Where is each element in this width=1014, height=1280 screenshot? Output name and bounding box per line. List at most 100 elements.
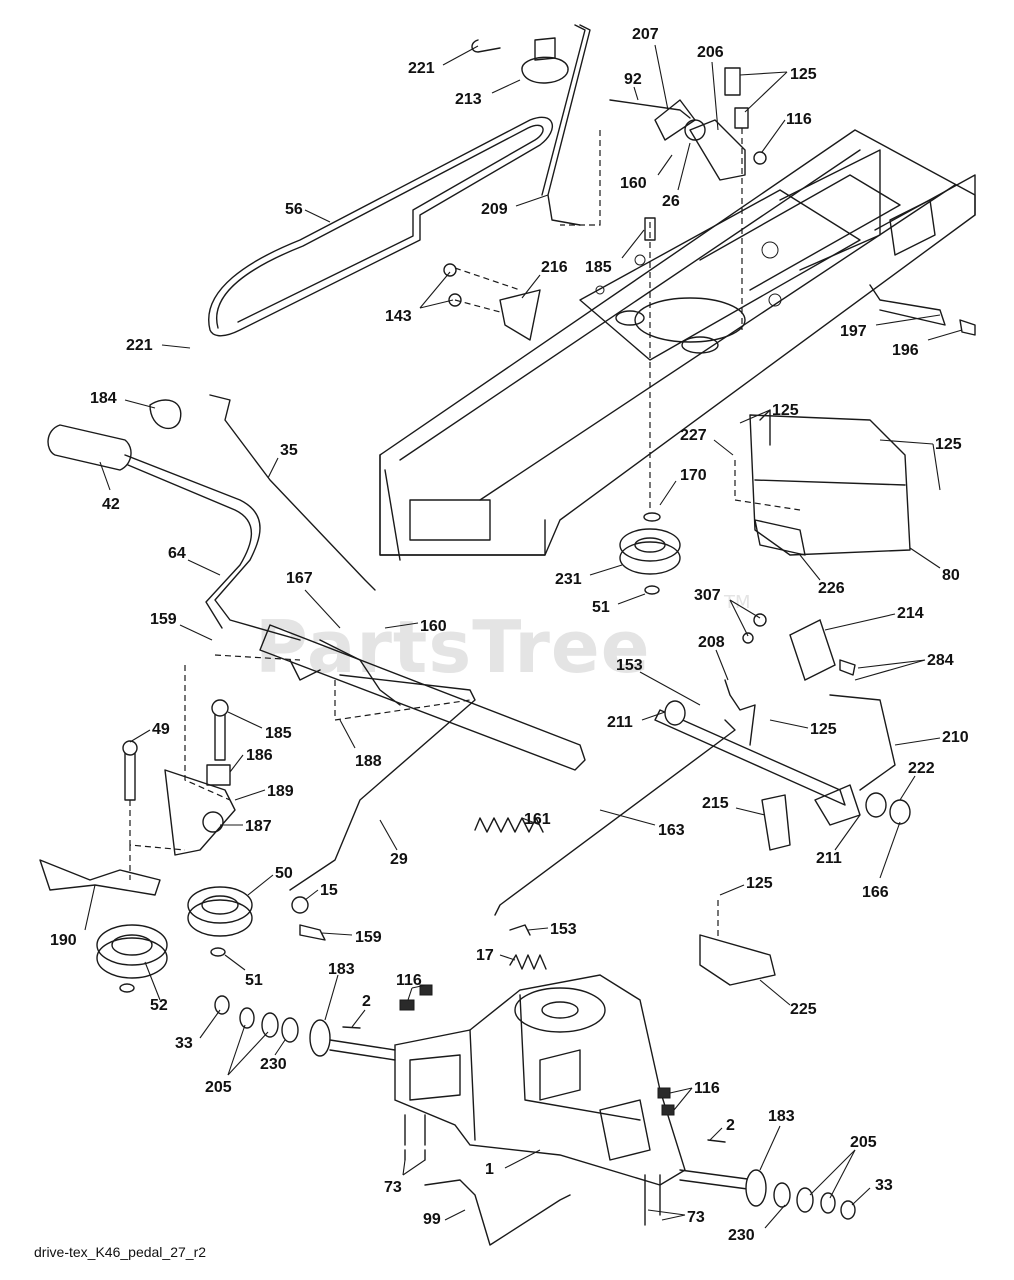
watermark: PartsTree <box>255 605 651 689</box>
pulley-231 <box>619 528 681 562</box>
callout-125-bottom: 125 <box>746 875 773 892</box>
transaxle <box>394 974 686 1186</box>
callout-99: 99 <box>423 1211 441 1228</box>
callout-116-top: 116 <box>786 111 812 128</box>
callout-284: 284 <box>927 652 954 669</box>
callout-205-left: 205 <box>205 1079 232 1096</box>
spring-161 <box>474 817 544 833</box>
callout-227: 227 <box>680 427 707 444</box>
callout-125-shaft: 125 <box>810 721 837 738</box>
pulley-52 <box>96 924 168 966</box>
callout-230-right: 230 <box>728 1227 755 1244</box>
callout-214: 214 <box>897 605 924 622</box>
bracket-225 <box>699 934 776 986</box>
callout-231: 231 <box>555 571 582 588</box>
callout-230-left: 230 <box>260 1056 287 1073</box>
callout-205-right: 205 <box>850 1134 877 1151</box>
callout-185-top: 185 <box>585 259 612 276</box>
bracket-215 <box>761 794 791 851</box>
callout-170: 170 <box>680 467 707 484</box>
callout-42: 42 <box>102 496 120 513</box>
callout-211-mid: 211 <box>607 714 633 731</box>
callout-51-mid: 51 <box>592 599 610 616</box>
lift-lever <box>124 454 301 641</box>
pedal-pad-214 <box>789 619 836 681</box>
callout-80: 80 <box>942 567 960 584</box>
callout-184: 184 <box>90 390 117 407</box>
callout-73-left: 73 <box>384 1179 402 1196</box>
callout-125-mid: 125 <box>772 402 799 419</box>
callout-50: 50 <box>275 865 293 882</box>
callout-92: 92 <box>624 71 642 88</box>
callout-29: 29 <box>390 851 408 868</box>
callout-33-right: 33 <box>875 1177 893 1194</box>
callout-125-right: 125 <box>935 436 962 453</box>
callout-15: 15 <box>320 882 338 899</box>
callout-166: 166 <box>862 884 889 901</box>
callout-225: 225 <box>790 1001 817 1018</box>
callout-221-mid: 221 <box>126 337 153 354</box>
callout-2-right: 2 <box>726 1117 735 1134</box>
callout-215: 215 <box>702 795 729 812</box>
callout-210: 210 <box>942 729 969 746</box>
callout-226: 226 <box>818 580 845 597</box>
callout-1: 1 <box>485 1161 494 1178</box>
brake-pedal <box>521 56 569 84</box>
callout-116-left: 116 <box>396 972 422 989</box>
callout-196: 196 <box>892 342 919 359</box>
callout-208: 208 <box>698 634 725 651</box>
callout-143: 143 <box>385 308 412 325</box>
diagram-caption: drive-tex_K46_pedal_27_r2 <box>34 1244 207 1260</box>
callout-35: 35 <box>280 442 298 459</box>
pulley-50 <box>187 886 253 924</box>
callout-153-mid: 153 <box>616 657 643 674</box>
callout-51-right: 51 <box>245 972 263 989</box>
callout-159-bottom: 159 <box>355 929 382 946</box>
callout-221-top: 221 <box>408 60 435 77</box>
callout-163: 163 <box>658 822 685 839</box>
callout-159-top: 159 <box>150 611 177 628</box>
callout-211-right: 211 <box>816 850 842 867</box>
handle-grip <box>47 424 132 471</box>
callout-209: 209 <box>481 201 508 218</box>
callout-190: 190 <box>50 932 77 949</box>
callout-207: 207 <box>632 26 659 43</box>
callout-167: 167 <box>286 570 313 587</box>
callout-187: 187 <box>245 818 272 835</box>
callout-183-right: 183 <box>768 1108 795 1125</box>
callout-33-left: 33 <box>175 1035 193 1052</box>
callout-49: 49 <box>152 721 170 738</box>
callout-186: 186 <box>246 747 273 764</box>
callout-64: 64 <box>168 545 186 562</box>
callout-160-mid: 160 <box>420 618 447 635</box>
callout-197: 197 <box>840 323 867 340</box>
callout-116-right: 116 <box>694 1080 720 1097</box>
bracket-80 <box>749 414 911 556</box>
callout-2-left: 2 <box>362 993 371 1010</box>
callout-56: 56 <box>285 201 303 218</box>
callout-188: 188 <box>355 753 382 770</box>
callout-26: 26 <box>662 193 680 210</box>
callout-52: 52 <box>150 997 168 1014</box>
callout-183-left: 183 <box>328 961 355 978</box>
callout-73-right: 73 <box>687 1209 705 1226</box>
callout-17: 17 <box>476 947 494 964</box>
callout-307: 307 <box>694 587 721 604</box>
callout-189: 189 <box>267 783 294 800</box>
callout-213: 213 <box>455 91 482 108</box>
callout-222: 222 <box>908 760 935 777</box>
chassis-frame <box>379 129 976 561</box>
callout-185-mid: 185 <box>265 725 292 742</box>
callout-206: 206 <box>697 44 724 61</box>
callout-labels: 221 213 207 92 206 125 116 160 26 209 56… <box>50 26 969 1244</box>
callout-216: 216 <box>541 259 568 276</box>
spring-clip <box>471 39 501 53</box>
callout-161: 161 <box>524 811 551 828</box>
callout-153-bottom: 153 <box>550 921 577 938</box>
pulley-bracket <box>39 859 161 896</box>
callout-160-top: 160 <box>620 175 647 192</box>
drive-belt <box>208 116 553 337</box>
callout-125-top: 125 <box>790 66 817 83</box>
